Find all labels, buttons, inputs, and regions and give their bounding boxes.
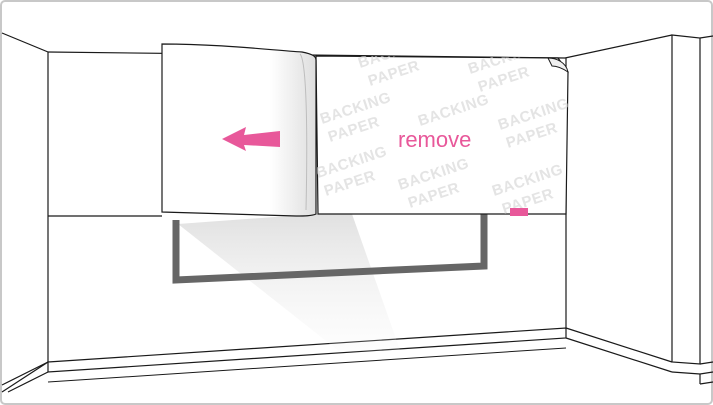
backing-paper-panel: BACKING PAPER BACKING PAPER BACKING PAPE… bbox=[314, 33, 571, 218]
peeled-backing-sheet bbox=[162, 44, 316, 216]
remove-label: remove bbox=[398, 127, 471, 152]
pink-tab-marker bbox=[510, 208, 528, 216]
